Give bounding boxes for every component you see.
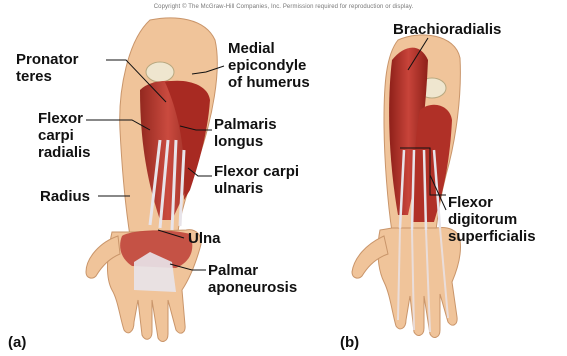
panel-a-tag: (a) — [8, 334, 26, 351]
label-radius: Radius — [40, 188, 90, 205]
label-brachioradialis: Brachioradialis — [393, 21, 501, 38]
label-flexor-carpi-ulnaris: Flexor carpi ulnaris — [214, 163, 299, 197]
label-ulna: Ulna — [188, 230, 221, 247]
label-medial-epicondyle: Medial epicondyle of humerus — [228, 40, 310, 91]
forearm-b — [352, 35, 461, 338]
label-palmar-aponeurosis: Palmar aponeurosis — [208, 262, 297, 296]
label-flexor-digitorum-superficialis: Flexor digitorum superficialis — [448, 194, 536, 245]
forearm-a — [86, 18, 217, 342]
label-pronator-teres: Pronator teres — [16, 51, 79, 85]
label-palmaris-longus: Palmaris longus — [214, 116, 277, 150]
label-flexor-carpi-radialis: Flexor carpi radialis — [38, 110, 91, 161]
panel-b-tag: (b) — [340, 334, 359, 351]
